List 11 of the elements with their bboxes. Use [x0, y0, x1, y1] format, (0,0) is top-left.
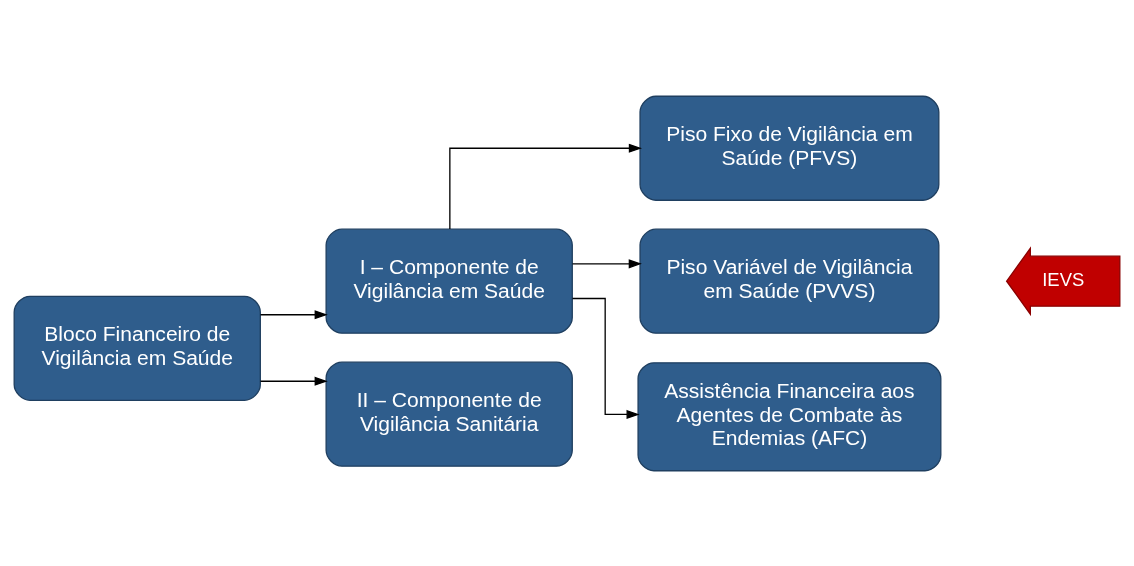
node-box: Bloco Financeiro de Vigilância em Saúde: [13, 295, 261, 401]
node-box: Piso Variável de Vigilância em Saúde (PVVS): [639, 228, 940, 334]
arrow: [259, 309, 328, 319]
node-box: Assistência Financeira aos Agentes de Combate às Endemias (AFC): [637, 361, 942, 471]
node-box: II – Componente de Vigilância Sanitária: [325, 361, 573, 467]
arrow: [571, 258, 642, 268]
arrow: [571, 297, 640, 419]
arrow: [259, 376, 328, 386]
node-box: I – Componente de Vigilância em Saúde: [325, 228, 573, 334]
arrow: [449, 143, 642, 230]
node-box: Piso Fixo de Vigilância em Saúde (PFVS): [639, 95, 940, 201]
